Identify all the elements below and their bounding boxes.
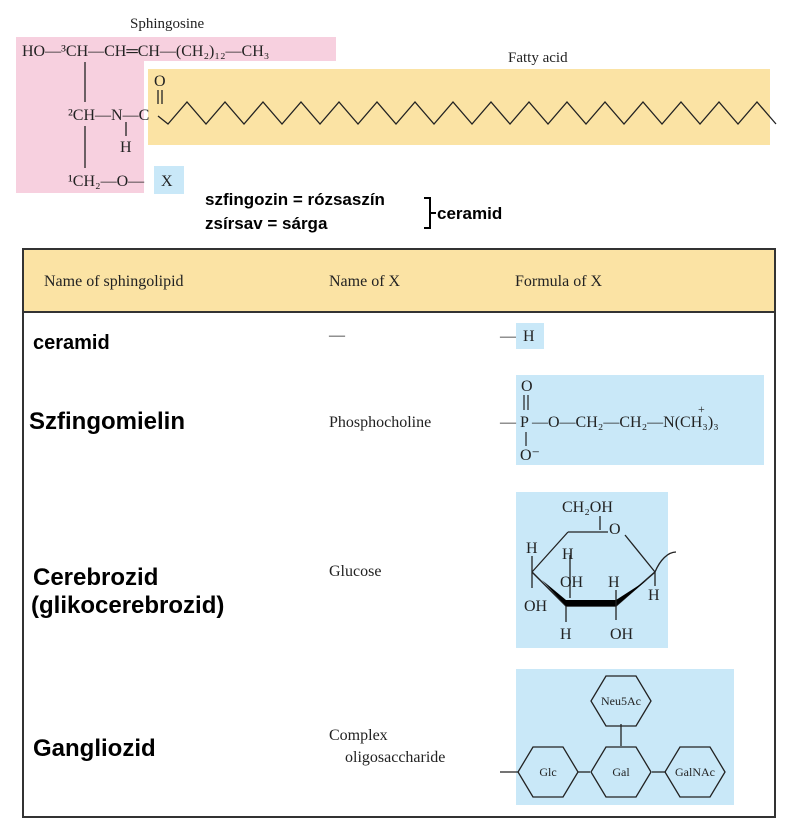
carbonyl-oxygen: O [154,73,166,90]
phospho-plus-charge: + [698,402,705,416]
glucose-h-c5: H [562,546,574,563]
sphingosine-backbone-row3: ¹CH₂—O— [68,173,145,190]
glucose-h-left-top: H [526,540,538,557]
row-ganglioside-x-name-line2: oligosaccharide [345,749,445,766]
glucose-formula-box [516,492,668,648]
glucose-h-bottom: H [560,626,572,643]
sphingosine-backbone-row1: HO—³CH—CH═CH—(CH₂)₁₂—CH₃ [22,43,269,60]
legend-ceramide-label: ceramid [437,204,502,223]
phosphocholine-formula-box [516,375,764,465]
glucose-ring-structure [531,516,677,622]
legend-sphingosine-pink: szfingozin = rózsaszín [205,190,385,209]
row-cerebroside-name-line1: Cerebrozid [33,564,158,591]
fatty-acid-highlight [148,69,770,145]
x-substituent-label: X [161,173,173,190]
glucose-h-right: H [648,587,660,604]
glucose-ch2oh: CH₂OH [562,499,613,516]
header-x-name: Name of X [329,273,401,290]
ceramide-formula-box [516,323,544,349]
row-ganglioside-name: Gangliozid [33,735,156,762]
phospho-bottom-oxygen: O⁻ [520,447,540,464]
sphingosine-label: Sphingosine [130,16,205,32]
backbone-bonds [84,62,163,168]
phospho-dash: — [499,414,517,431]
sphingosine-chain-highlight [144,37,336,61]
header-x-formula: Formula of X [515,273,603,290]
legend-bracket [424,197,436,229]
table-border [22,248,776,818]
gal-hexagon [590,746,652,798]
glucose-oh-bottom: OH [610,626,634,643]
fatty-acid-zigzag-chain [157,101,777,125]
neu5ac-hexagon [590,675,652,727]
header-sphingolipid-name: Name of sphingolipid [44,273,184,290]
ceramide-formula-h: H [523,328,535,345]
glucose-oh-left: OH [524,598,548,615]
x-highlight [154,166,184,194]
oligosaccharide-links [500,724,666,773]
oligosaccharide-formula-box [516,669,734,805]
galnac-label: GalNAc [675,765,715,779]
neu5ac-label: Neu5Ac [601,694,641,708]
fatty-acid-label: Fatty acid [508,50,568,66]
row-sphingomyelin-name: Szfingomielin [29,408,185,435]
sphingosine-backbone-row2: ²CH—N—C [68,107,149,124]
row-cerebroside-name-line2: (glikocerebrozid) [31,592,224,619]
legend-fatty-acid-yellow: zsírsav = sárga [205,214,328,233]
row-ceramide-x-name: — [328,327,346,344]
gal-label: Gal [612,765,630,779]
phospho-top-oxygen: O [521,378,533,395]
glucose-ring-oxygen: O [609,521,621,538]
phospho-chain: —O—CH₂—CH₂—N(CH₃)₃ [531,414,719,431]
sphingosine-highlight [16,37,144,193]
row-sphingomyelin-x-name: Phosphocholine [329,414,431,431]
glucose-h-c2: H [608,574,620,591]
table-header-background [23,249,775,312]
row-cerebroside-x-name: Glucose [329,563,381,580]
glucose-oh-c3: OH [560,574,584,591]
glc-label: Glc [539,765,556,779]
row-ceramide-name: ceramid [33,332,110,354]
glc-hexagon [517,746,579,798]
row-ganglioside-x-name-line1: Complex [329,727,388,744]
amide-hydrogen: H [120,139,132,156]
galnac-hexagon [664,746,726,798]
phospho-phosphorus: P [520,414,529,431]
ceramide-formula-dash: — [499,328,517,345]
